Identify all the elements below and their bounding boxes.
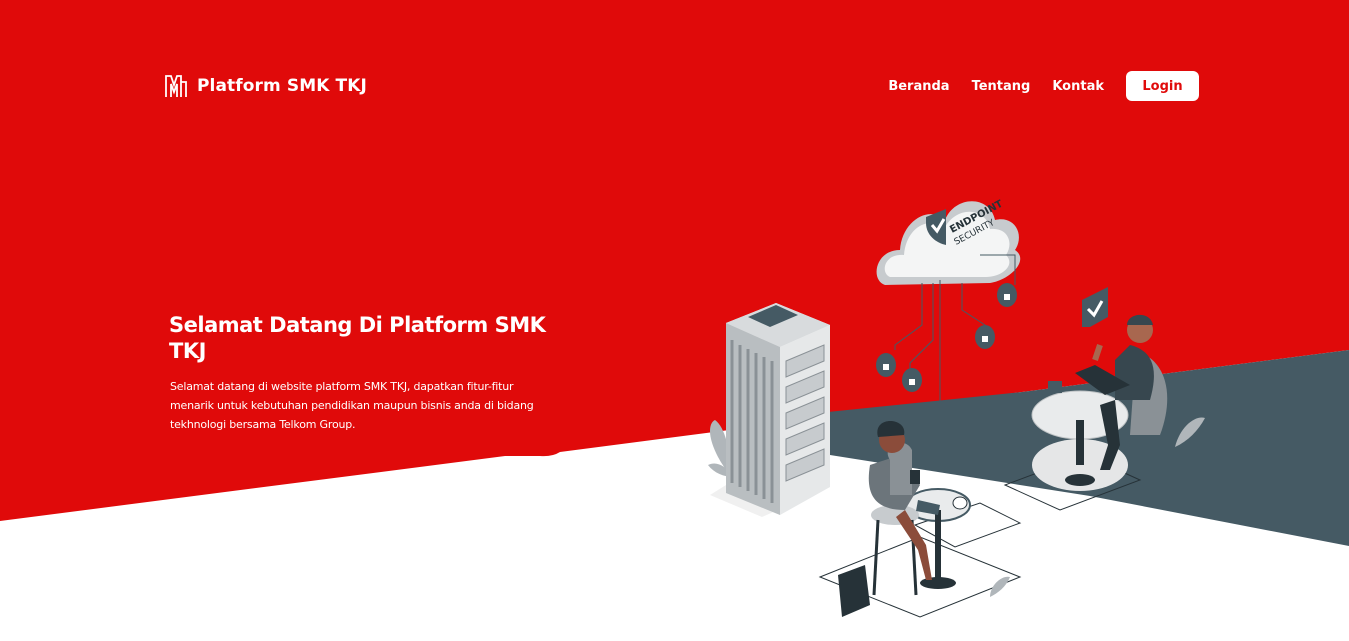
- endpoint-security-illustration: ENDPOINT SECURITY: [708, 199, 1205, 618]
- shield-check-icon: [926, 209, 946, 245]
- login-button[interactable]: Login: [1126, 71, 1199, 101]
- hero-title: Selamat Datang Di Platform SMK TKJ: [169, 313, 546, 363]
- endpoint-security-cloud: ENDPOINT SECURITY: [876, 199, 1021, 285]
- lock-icons: [876, 283, 1017, 392]
- red-hero-shape: [0, 0, 1349, 521]
- nav-menu: Beranda Tentang Kontak Login: [888, 71, 1199, 101]
- brand[interactable]: Platform SMK TKJ: [164, 73, 367, 99]
- network-lines: [894, 254, 1016, 470]
- server-rack: [710, 303, 830, 517]
- plant-right: [990, 417, 1205, 597]
- navbar: Platform SMK TKJ Beranda Tentang Kontak …: [164, 70, 1199, 102]
- nav-link-tentang[interactable]: Tentang: [971, 78, 1031, 94]
- hero-description: Selamat datang di website platform SMK T…: [170, 380, 534, 431]
- check-bubble-icon: [1082, 287, 1108, 327]
- nav-link-beranda[interactable]: Beranda: [888, 78, 950, 94]
- man-with-laptop: [1031, 314, 1168, 491]
- double-m-logo-icon: [165, 75, 187, 97]
- woman-with-phone: [838, 421, 971, 617]
- brand-name: Platform SMK TKJ: [197, 76, 367, 96]
- nav-link-kontak[interactable]: Kontak: [1052, 78, 1104, 94]
